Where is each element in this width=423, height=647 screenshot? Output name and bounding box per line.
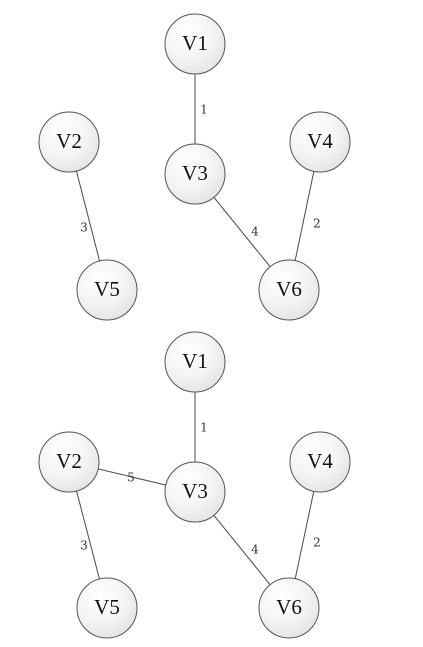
node-circle	[258, 259, 320, 321]
node-label: V6	[276, 277, 302, 301]
edge-weight-v3-v6: 4	[251, 543, 259, 557]
node-v2: V2	[38, 111, 100, 173]
node-v3: V3	[164, 143, 226, 205]
node-label: V4	[307, 449, 333, 473]
node-v2: V2	[38, 431, 100, 493]
node-v1: V1	[164, 331, 226, 393]
edge-weight-v1-v3: 1	[200, 103, 208, 117]
node-v4: V4	[289, 111, 351, 173]
node-circle	[38, 431, 100, 493]
node-circle	[164, 143, 226, 205]
node-v5: V5	[76, 577, 138, 639]
node-label: V3	[182, 479, 208, 503]
node-label: V1	[182, 31, 208, 55]
edge-weight-v4-v6: 2	[313, 217, 321, 231]
node-v5: V5	[76, 259, 138, 321]
node-v6: V6	[258, 577, 320, 639]
edge-weight-v4-v6: 2	[313, 536, 321, 550]
edge-weight-v2-v3: 5	[127, 471, 135, 485]
node-v6: V6	[258, 259, 320, 321]
edge-weight-v1-v3: 1	[200, 421, 208, 435]
node-label: V1	[182, 349, 208, 373]
node-circle	[164, 13, 226, 75]
node-v3: V3	[164, 461, 226, 523]
node-circle	[76, 577, 138, 639]
node-label: V2	[56, 449, 82, 473]
node-label: V2	[56, 129, 82, 153]
node-circle	[258, 577, 320, 639]
node-label: V4	[307, 129, 333, 153]
node-label: V5	[94, 595, 120, 619]
node-v1: V1	[164, 13, 226, 75]
node-circle	[289, 431, 351, 493]
node-circle	[76, 259, 138, 321]
node-circle	[164, 331, 226, 393]
node-circle	[164, 461, 226, 523]
node-v4: V4	[289, 431, 351, 493]
node-circle	[289, 111, 351, 173]
node-circle	[38, 111, 100, 173]
node-label: V3	[182, 161, 208, 185]
node-label: V6	[276, 595, 302, 619]
node-label: V5	[94, 277, 120, 301]
edge-weight-v2-v5: 3	[80, 221, 88, 235]
edge-weight-v3-v6: 4	[251, 225, 259, 239]
edge-weight-v2-v5: 3	[80, 539, 88, 553]
